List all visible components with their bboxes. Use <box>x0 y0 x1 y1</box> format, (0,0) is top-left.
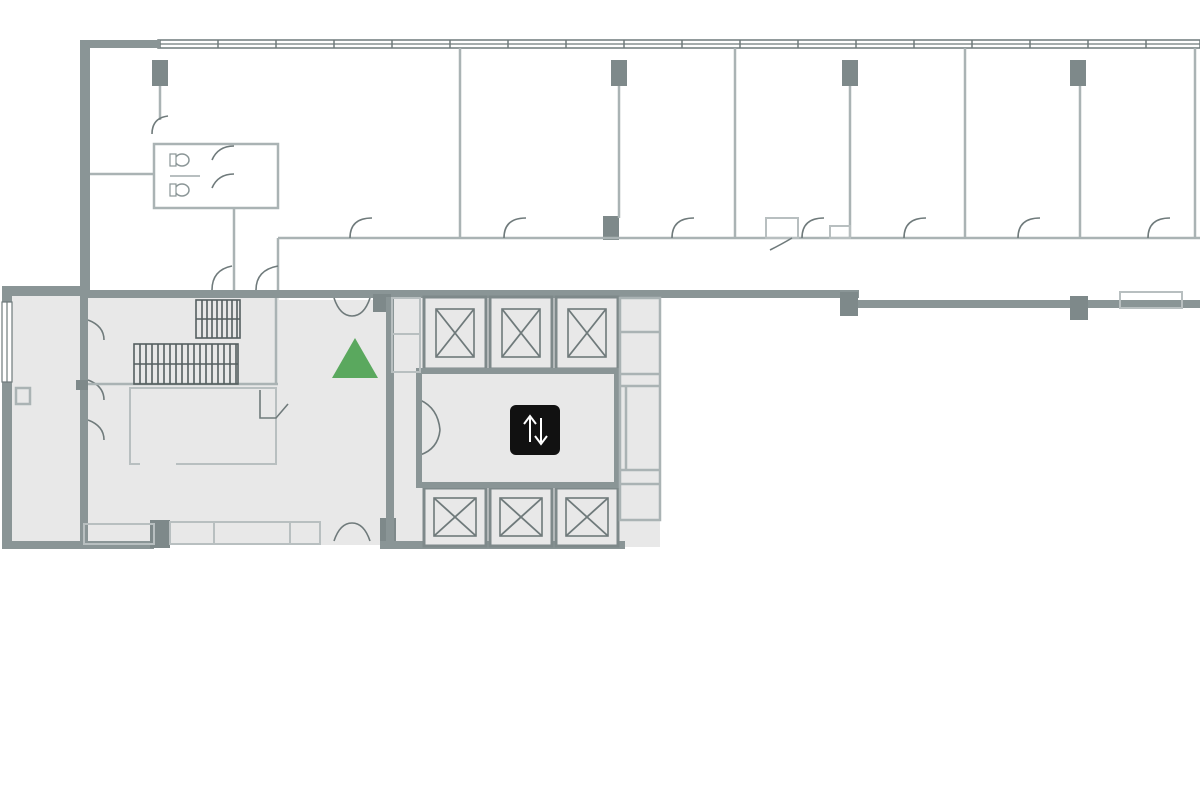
side-window <box>1 301 13 383</box>
restroom <box>169 153 200 197</box>
elevator-icon[interactable] <box>510 405 560 455</box>
freight-elevator-bank-shafts <box>422 486 620 548</box>
elevator-shaft <box>488 295 554 371</box>
stairwell <box>84 295 279 545</box>
office-partitions <box>90 48 1200 309</box>
elevator-shaft <box>422 295 488 371</box>
passenger-elevator-bank <box>422 295 620 371</box>
elevator-shaft <box>554 295 620 371</box>
facade-glazing <box>157 39 1200 49</box>
stairwell-detail <box>14 295 289 545</box>
columns <box>152 60 1086 312</box>
elevator-shaft <box>554 486 620 548</box>
doors <box>87 115 1171 542</box>
elevator-shaft <box>422 486 488 548</box>
elevator-core-walls <box>169 296 662 547</box>
you-are-here-marker <box>332 338 378 378</box>
elevator-shaft <box>488 486 554 548</box>
side-room <box>10 295 84 545</box>
